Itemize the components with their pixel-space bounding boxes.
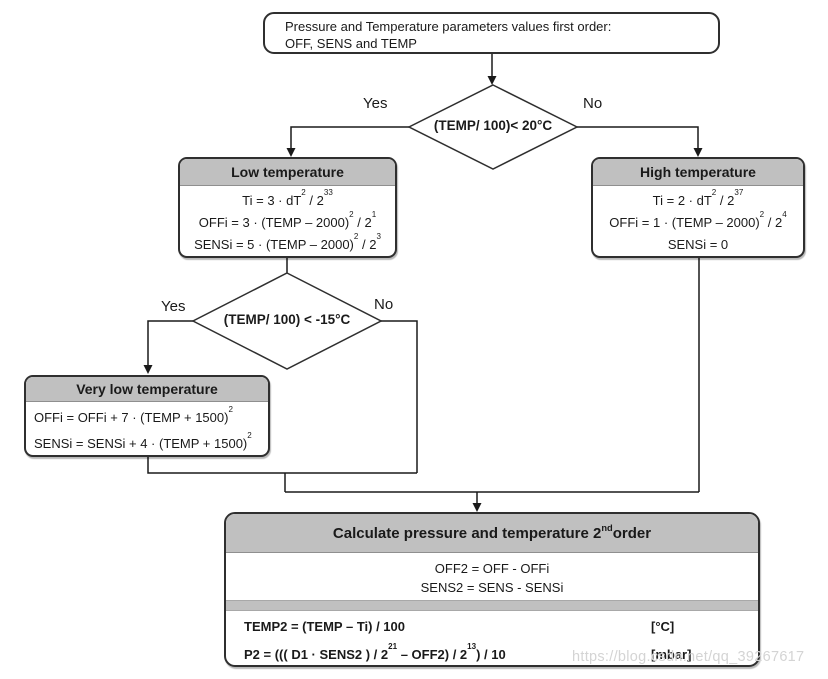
connector-decision1-no: [577, 126, 699, 149]
high-formula-ti: Ti = 2 · dT2 / 237: [652, 188, 744, 208]
decision2-diamond: [191, 272, 383, 370]
final-box-divider: [226, 600, 758, 611]
high-formula-offi: OFFi = 1 · (TEMP – 2000)2 / 24: [609, 210, 787, 230]
final-formula-temp2: TEMP2 = (TEMP – Ti) / 100: [244, 619, 405, 634]
decision1-yes-label: Yes: [363, 95, 388, 112]
verylow-formula-sensi: SENSi = SENSi + 4 · (TEMP + 1500)2: [34, 431, 252, 451]
high-temperature-body: Ti = 2 · dT2 / 237 OFFi = 1 · (TEMP – 20…: [593, 186, 803, 256]
low-formula-sensi: SENSi = 5 · (TEMP – 2000)2 / 23: [194, 232, 381, 252]
high-temperature-box: High temperature Ti = 2 · dT2 / 237 OFFi…: [591, 157, 805, 258]
final-result-row-p2: P2 = ((( D1 · SENS2 ) / 221 – OFF2) / 21…: [226, 642, 758, 665]
low-temperature-body: Ti = 3 · dT2 / 233 OFFi = 3 · (TEMP – 20…: [180, 186, 395, 256]
start-box-line2: OFF, SENS and TEMP: [285, 36, 417, 51]
high-formula-sensi: SENSi = 0: [667, 237, 729, 252]
connector-decision2-yes: [147, 320, 193, 366]
watermark-url: https://blog.csdn.net/qq_39267617: [572, 649, 805, 665]
final-box-first-order-section: OFF2 = OFF - OFFi SENS2 = SENS - SENSi: [226, 553, 758, 600]
start-box-line1: Pressure and Temperature parameters valu…: [285, 19, 612, 34]
arrowhead-low-box: [286, 148, 296, 157]
decision1-no-label: No: [583, 95, 603, 112]
low-formula-offi: OFFi = 3 · (TEMP – 2000)2 / 21: [198, 210, 377, 230]
start-box: Pressure and Temperature parameters valu…: [263, 12, 720, 54]
very-low-temperature-body: OFFi = OFFi + 7 · (TEMP + 1500)2 SENSi =…: [26, 402, 268, 455]
arrowhead-decision1: [487, 76, 497, 85]
arrowhead-final-box: [472, 503, 482, 512]
arrowhead-verylow-box: [143, 365, 153, 374]
low-temperature-title: Low temperature: [180, 159, 395, 186]
final-unit-celsius: [°C]: [651, 619, 675, 634]
low-formula-ti: Ti = 3 · dT2 / 233: [242, 188, 333, 208]
decision1-condition: (TEMP/ 100)< 20°C: [433, 118, 553, 133]
final-result-row-temp2: TEMP2 = (TEMP – Ti) / 100 [°C]: [226, 615, 758, 639]
low-temperature-box: Low temperature Ti = 3 · dT2 / 233 OFFi …: [178, 157, 397, 258]
decision1-diamond: [407, 84, 579, 170]
final-formula-sens2: SENS2 = SENS - SENSi: [420, 580, 564, 595]
high-temperature-title: High temperature: [593, 159, 803, 186]
very-low-temperature-title: Very low temperature: [26, 377, 268, 402]
connector-decision2-no: [381, 320, 418, 473]
connector-merge1: [147, 457, 417, 474]
final-formula-off2: OFF2 = OFF - OFFi: [434, 561, 550, 576]
final-unit-mbar: [mbar]: [651, 647, 692, 662]
very-low-temperature-box: Very low temperature OFFi = OFFi + 7 · (…: [24, 375, 270, 457]
connector-decision1-yes: [290, 126, 409, 149]
verylow-formula-offi: OFFi = OFFi + 7 · (TEMP + 1500)2: [34, 405, 233, 425]
arrowhead-high-box: [693, 148, 703, 157]
final-formula-p2: P2 = ((( D1 · SENS2 ) / 221 – OFF2) / 21…: [244, 642, 506, 662]
decision2-yes-label: Yes: [161, 298, 186, 315]
decision2-condition: (TEMP/ 100) < -15°C: [223, 312, 351, 327]
decision2-no-label: No: [374, 296, 394, 313]
